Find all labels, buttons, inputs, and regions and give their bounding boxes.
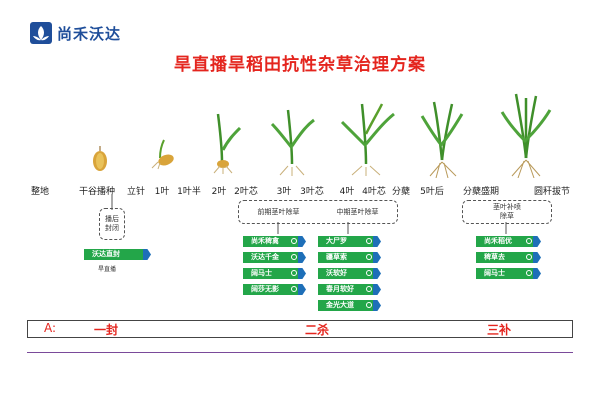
product-name: 沃达直封 [92, 250, 120, 258]
product-badge: 春月软好 [318, 284, 381, 295]
tillering-rice-icon [420, 101, 464, 178]
seal-bracket: 播后 封闭 [99, 208, 125, 240]
sprouting-seed-icon [151, 139, 174, 170]
seal-note: 旱直播 [98, 266, 117, 273]
kill-bracket: 前期茎叶除草 中期茎叶除草 [238, 200, 398, 224]
stage-label: 4叶芯 [362, 187, 386, 197]
product-badge: 沃达直封 [84, 249, 151, 260]
product-badge: 大尸罗 [318, 236, 381, 247]
check-icon [366, 302, 372, 308]
check-icon [291, 238, 297, 244]
stage-label: 圆秆拔节 [533, 187, 571, 197]
chevron-icon [298, 284, 306, 295]
seal-bracket-text: 播后 封闭 [105, 215, 119, 232]
kill-bracket-early: 前期茎叶除草 [257, 207, 300, 216]
four-leaf-seedling-icon [340, 103, 395, 176]
product-badge: 尚禾稻优 [476, 236, 541, 247]
chevron-icon [298, 236, 306, 247]
phase-kill: 二杀 [305, 323, 330, 337]
product-badge: 稗草去 [476, 252, 541, 263]
product-name: 尚禾稗禽 [251, 237, 279, 245]
product-name: 稗草去 [484, 253, 505, 261]
product-badge: 尚禾稗禽 [243, 236, 306, 247]
product-badge: 沃软好 [318, 268, 381, 279]
stage-label: 分蘖盛期 [462, 187, 500, 197]
three-leaf-seedling-icon [270, 109, 315, 176]
stage-label: 2叶 [211, 187, 227, 197]
check-icon [291, 254, 297, 260]
chevron-icon [533, 236, 541, 247]
stage-label: 1叶半 [177, 187, 201, 197]
stage-label: 分蘖 [391, 187, 411, 197]
product-name: 金光大道 [326, 301, 354, 309]
product-name: 阔马士 [251, 269, 272, 277]
check-icon [291, 270, 297, 276]
product-name: 阔莎无影 [251, 285, 279, 293]
phase-prefix: A: [44, 321, 57, 335]
product-name: 大尸罗 [326, 237, 347, 245]
product-badge: 阔马士 [476, 268, 541, 279]
seal-connector [111, 194, 113, 210]
check-icon [366, 286, 372, 292]
phase-bar [27, 320, 573, 338]
two-leaf-seedling-icon [213, 113, 242, 174]
product-name: 阔马士 [484, 269, 505, 277]
brand-name: 尚禾沃达 [57, 24, 122, 43]
brand-logo: 尚禾沃达 [30, 22, 121, 44]
mature-rice-icon [500, 93, 552, 178]
product-name: 疆草索 [326, 253, 347, 261]
product-badge: 阔马士 [243, 268, 306, 279]
stage-label: 4叶 [339, 187, 355, 197]
check-icon [291, 286, 297, 292]
product-badge: 疆草索 [318, 252, 381, 263]
stage-label: 5叶后 [420, 187, 444, 197]
product-badge: 阔莎无影 [243, 284, 306, 295]
supplement-connector [505, 222, 507, 234]
stage-label: 3叶芯 [300, 187, 324, 197]
check-icon [366, 238, 372, 244]
phase-seal: 一封 [94, 323, 119, 337]
page-title: 旱直播旱稻田抗性杂草治理方案 [174, 55, 426, 75]
check-icon [366, 270, 372, 276]
chevron-icon [533, 252, 541, 263]
chevron-icon [373, 268, 381, 279]
chevron-icon [373, 284, 381, 295]
supplement-bracket: 茎叶补喷 除草 [462, 200, 552, 224]
product-name: 春月软好 [326, 285, 354, 293]
stage-label: 2叶芯 [234, 187, 258, 197]
chevron-icon [298, 252, 306, 263]
chevron-icon [298, 268, 306, 279]
phase-supplement: 三补 [487, 323, 512, 337]
check-icon [366, 254, 372, 260]
blue-leaf-logo-icon [30, 22, 52, 44]
chevron-icon [373, 236, 381, 247]
kill-connectors [277, 222, 349, 234]
product-badge: 金光大道 [318, 300, 381, 311]
chevron-icon [373, 300, 381, 311]
supplement-bracket-text: 茎叶补喷 除草 [493, 203, 521, 220]
product-name: 尚禾稻优 [484, 237, 512, 245]
kill-bracket-mid: 中期茎叶除草 [336, 207, 379, 216]
chevron-icon [373, 252, 381, 263]
chevron-icon [143, 249, 151, 260]
stage-label: 3叶 [276, 187, 292, 197]
chevron-icon [533, 268, 541, 279]
rice-seed-icon [93, 146, 107, 171]
footer-rule [27, 352, 573, 353]
product-name: 沃达千金 [251, 253, 279, 261]
stage-label: 整地 [30, 187, 50, 197]
check-icon [526, 238, 532, 244]
stage-label: 干谷播种 [78, 187, 116, 197]
stage-label: 立针 [126, 187, 146, 197]
check-icon [526, 254, 532, 260]
product-name: 沃软好 [326, 269, 347, 277]
product-badge: 沃达千金 [243, 252, 306, 263]
check-icon [526, 270, 532, 276]
stage-label: 1叶 [154, 187, 170, 197]
